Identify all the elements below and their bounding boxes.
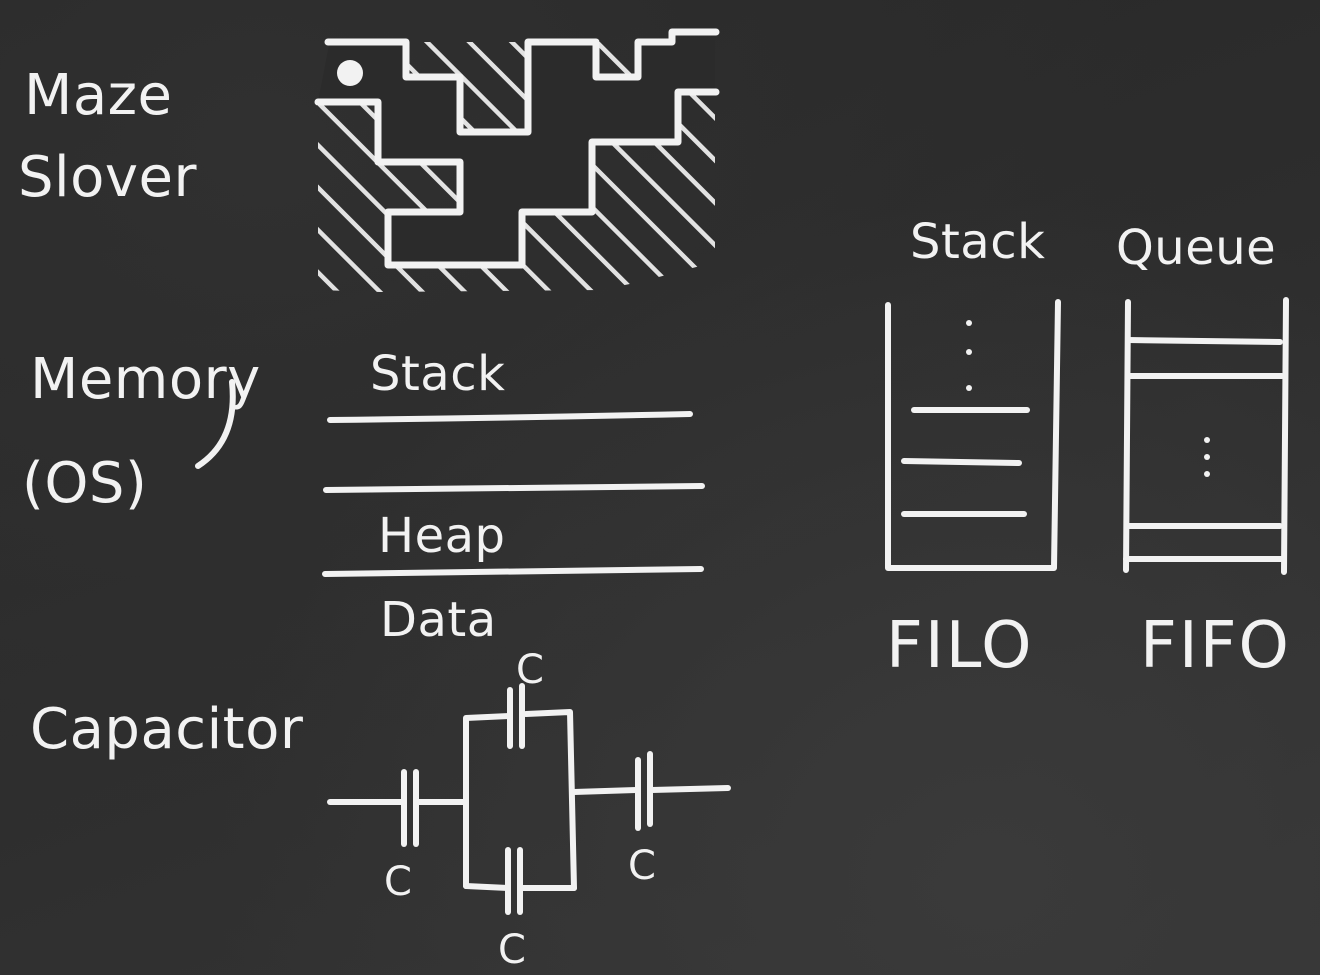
memory-line-3 (322, 566, 704, 577)
queue-order-label: FIFO (1140, 609, 1291, 683)
maze-label-line2: Slover (18, 145, 197, 210)
memory-data-label: Data (380, 592, 497, 648)
memory-label-line2: (OS) (22, 451, 148, 516)
queue-right-wall (1281, 297, 1289, 575)
queue-title: Queue (1116, 220, 1277, 276)
memory-brace (195, 379, 236, 469)
memory-heap-label: Heap (378, 508, 506, 564)
queue-ellipsis (1204, 437, 1210, 477)
queue-container (1123, 297, 1289, 575)
maze-label-line1: Maze (24, 63, 173, 128)
capacitor-label: Capacitor (30, 697, 304, 762)
stack-container (885, 299, 1061, 571)
memory-label-line1: Memory (30, 347, 261, 412)
memory-diagram (195, 379, 705, 577)
memory-line-1 (327, 411, 693, 423)
maze-wall-top (408, 42, 528, 132)
memory-line-2 (323, 483, 705, 493)
queue-slot-1 (1125, 337, 1283, 345)
maze-corridor (318, 40, 715, 265)
stack-title: Stack (910, 214, 1046, 270)
stack-ellipsis (966, 320, 972, 391)
capacitor-circuit (327, 683, 731, 915)
maze-drawing (314, 28, 720, 292)
capacitor-label-left: C (384, 859, 413, 905)
capacitor-label-bottom: C (498, 927, 527, 973)
stack-walls (885, 299, 1061, 571)
maze-ball (337, 60, 363, 86)
capacitor-label-right: C (628, 843, 657, 889)
capacitor-label-top: C (516, 647, 545, 693)
stack-slot-2 (901, 458, 1022, 466)
maze-wall-topright (598, 42, 638, 77)
memory-stack-label: Stack (370, 346, 506, 402)
stack-order-label: FILO (886, 609, 1034, 683)
